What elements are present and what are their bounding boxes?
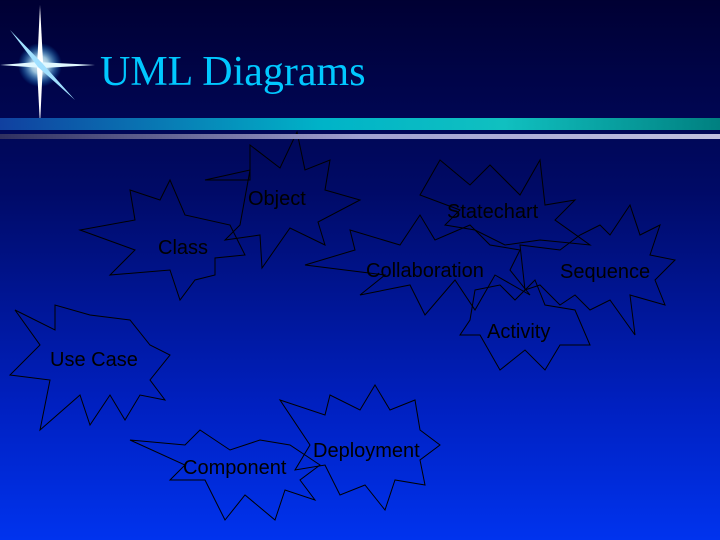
starburst-object xyxy=(204,130,362,270)
starburst-class xyxy=(78,178,246,302)
label-activity: Activity xyxy=(487,321,551,343)
starburst-statechart xyxy=(419,158,592,246)
sparkle-bullet-icon xyxy=(0,5,95,125)
label-collaboration: Collaboration xyxy=(366,260,484,282)
label-component: Component xyxy=(183,457,287,479)
starburst-component xyxy=(129,429,321,521)
title-underline-bar xyxy=(0,118,720,130)
label-statechart: Statechart xyxy=(447,201,539,223)
starburst-use-case xyxy=(8,304,171,432)
label-deployment: Deployment xyxy=(313,440,420,462)
starburst-deployment xyxy=(278,384,441,512)
label-object: Object xyxy=(248,188,306,210)
starburst-sequence xyxy=(519,203,677,336)
title-underline-thin-bar xyxy=(0,134,720,139)
label-use-case: Use Case xyxy=(50,349,138,371)
starburst-collaboration xyxy=(304,214,531,316)
slide-title: UML Diagrams xyxy=(100,49,366,95)
label-class: Class xyxy=(158,237,209,259)
starburst-activity xyxy=(459,279,591,371)
label-sequence: Sequence xyxy=(560,261,651,283)
